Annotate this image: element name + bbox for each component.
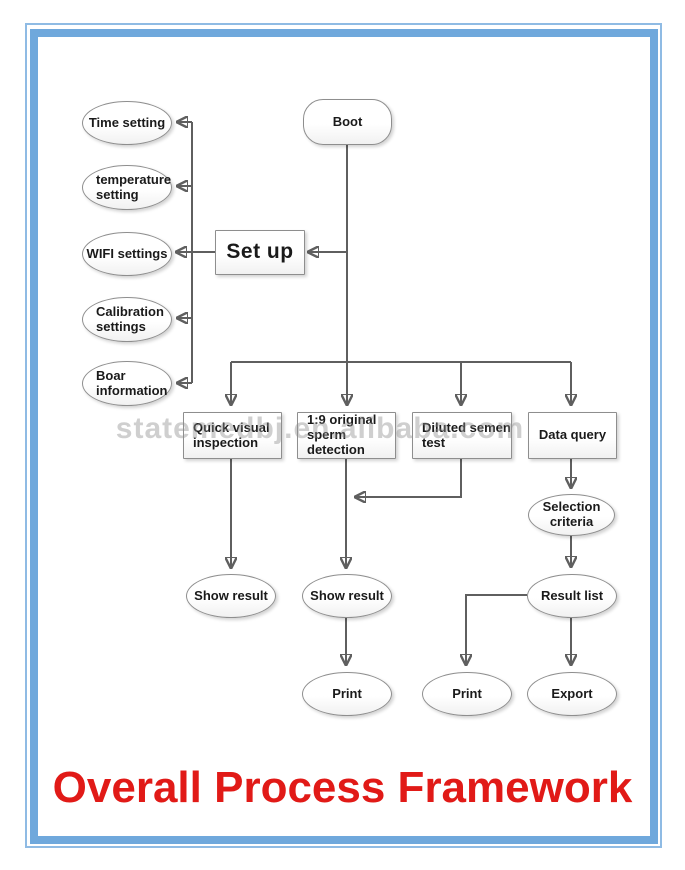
node-label: Show result <box>310 587 384 603</box>
node-label: temperature setting <box>96 171 172 202</box>
node-label: Selection criteria <box>542 499 601 529</box>
node-label: Print <box>332 685 362 701</box>
node-export: Export <box>527 672 617 716</box>
node-label: 1:9 original sperm detection <box>307 412 377 457</box>
node-boot: Boot <box>303 99 392 145</box>
node-label: Export <box>551 685 593 701</box>
node-setup: Set up <box>215 230 305 275</box>
node-quick-visual-inspection: Quick visual inspection <box>183 412 282 459</box>
node-label: Diluted semen test <box>422 419 511 450</box>
node-selection-criteria: Selection criteria <box>528 494 615 536</box>
node-temperature-setting: temperature setting <box>82 165 172 210</box>
node-label: Show result <box>194 587 268 603</box>
node-show-result-middle: Show result <box>302 574 392 618</box>
node-result-list: Result list <box>527 574 617 618</box>
node-show-result-left: Show result <box>186 574 276 618</box>
node-label: Boot <box>332 113 363 129</box>
node-label: WIFI settings <box>86 245 168 261</box>
node-data-query: Data query <box>528 412 617 459</box>
edge-diluted-semen-merge <box>356 457 462 497</box>
node-time-setting: Time setting <box>82 101 172 145</box>
node-print-right: Print <box>422 672 512 716</box>
page-title: Overall Process Framework <box>52 763 633 812</box>
node-label: Boar information <box>96 367 168 398</box>
node-label: Calibration settings <box>96 303 164 334</box>
node-label: Result list <box>540 587 604 603</box>
node-label: Data query <box>538 427 607 443</box>
node-label: Print <box>452 685 482 701</box>
node-label: Quick visual inspection <box>193 419 270 450</box>
node-print-middle: Print <box>302 672 392 716</box>
edge-result-list-to-print <box>466 594 527 664</box>
node-original-sperm-detection: 1:9 original sperm detection <box>297 412 396 459</box>
node-wifi-settings: WIFI settings <box>82 232 172 276</box>
node-diluted-semen-test: Diluted semen test <box>412 412 512 459</box>
node-label: Set up <box>226 240 294 264</box>
node-label: Time setting <box>88 114 166 130</box>
node-calibration-settings: Calibration settings <box>82 297 172 342</box>
node-boar-information: Boar information <box>82 361 172 406</box>
